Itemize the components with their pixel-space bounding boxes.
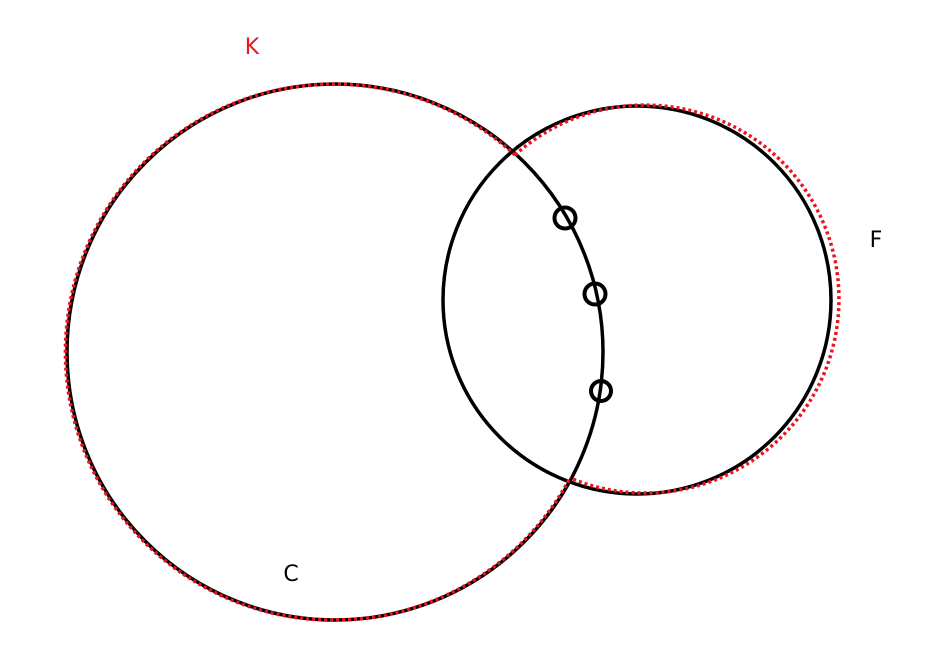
label-f: F xyxy=(870,228,883,253)
marker-point xyxy=(582,281,608,307)
circle-c xyxy=(65,82,605,622)
marker-point xyxy=(589,379,613,403)
circle-f xyxy=(441,104,833,496)
marker-point xyxy=(552,205,578,231)
label-k: K xyxy=(245,35,260,60)
boundary-k-c-part xyxy=(63,82,572,622)
boundary-k-f-part xyxy=(513,103,841,495)
label-c: C xyxy=(283,562,298,587)
